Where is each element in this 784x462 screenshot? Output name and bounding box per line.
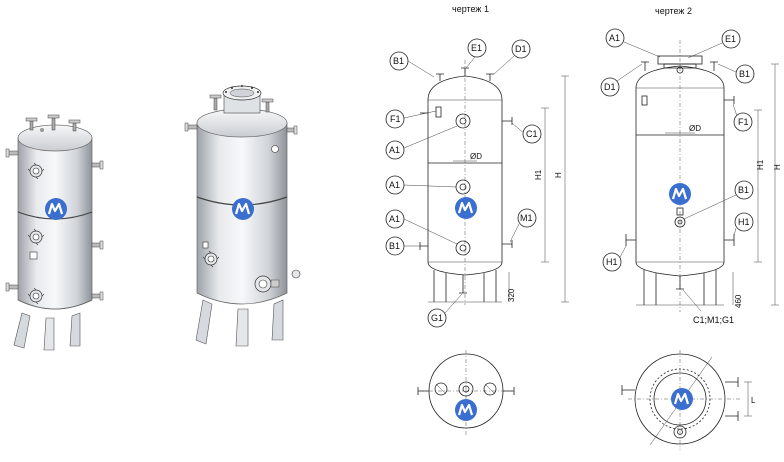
d1-bubble-a1-low (385, 209, 405, 229)
d1-bubble-f1 (385, 109, 405, 129)
d1-label-g1: G1 (431, 313, 443, 323)
d1-label-c1: C1 (526, 129, 538, 139)
d1-bubble-b1-top (389, 51, 409, 71)
d2-bubble-a1 (605, 28, 625, 48)
d2-h1: H1 (756, 159, 765, 170)
logo-icon (43, 196, 69, 222)
d2-bubble-d1 (600, 77, 620, 97)
d2-bubble-b1-mid (734, 180, 754, 200)
d2-label-f1: F1 (738, 117, 749, 127)
d1-bubble-m1 (517, 208, 537, 228)
d1-label-d1: D1 (515, 44, 527, 54)
logo-icon (230, 196, 256, 222)
d1-label-a1-top: A1 (389, 145, 400, 155)
tank-3d-right (184, 85, 301, 347)
d2-label-b1-mid: B1 (738, 185, 749, 195)
d1-bubble-b1-low (385, 236, 405, 256)
drawing-2: чертеж 2 ØD H1 H 460 (600, 6, 782, 450)
d1-bubble-a1-top (385, 140, 405, 160)
d1-bubble-c1 (522, 124, 542, 144)
d2-label-bottom: C1;M1;G1 (693, 315, 734, 325)
d1-bubble-e1 (467, 38, 487, 58)
logo-icon (669, 386, 695, 412)
tank-3d-left (5, 114, 104, 351)
drawing-1-title: чертеж 1 (452, 4, 489, 14)
d1-label-f1: F1 (390, 114, 401, 124)
d1-label-b1-low: B1 (389, 241, 400, 251)
d2-base: 460 (734, 294, 743, 308)
d2-bubble-e1 (721, 29, 741, 49)
d2-h: H (773, 164, 782, 170)
d1-label-a1-low: A1 (389, 214, 400, 224)
d2-label-e1: E1 (725, 34, 736, 44)
drawing-2-title: чертеж 2 (655, 6, 692, 16)
d1-bubble-g1 (427, 308, 447, 328)
d2-l: L (751, 396, 756, 405)
d2-label-a1: A1 (609, 33, 620, 43)
d2-bubble-h1-right (734, 212, 754, 232)
d2-label-h1-right: H1 (738, 217, 750, 227)
d1-label-a1-mid: A1 (389, 180, 400, 190)
d1-label-e1: E1 (471, 43, 482, 53)
logo-icon (453, 397, 479, 423)
d1-base: 320 (507, 288, 516, 302)
d1-diameter: ØD (470, 152, 482, 161)
d2-diameter: ØD (689, 124, 701, 133)
d2-label-d1: D1 (604, 82, 616, 92)
logo-icon (667, 181, 693, 207)
drawing-1: чертеж 1 ØD H1 H 320 (385, 4, 569, 435)
d2-bubble-h1-left (602, 252, 622, 272)
d2-label-h1-left: H1 (606, 257, 618, 267)
d1-label-m1: M1 (520, 213, 533, 223)
d2-bubble-f1 (733, 112, 753, 132)
d1-h: H (554, 172, 563, 178)
logo-icon (453, 195, 479, 221)
d2-bubble-b1-top (735, 64, 755, 84)
d1-label-b1-top: B1 (393, 56, 404, 66)
d2-label-b1-top: B1 (739, 69, 750, 79)
d1-bubble-a1-mid (385, 175, 405, 195)
d1-h1: H1 (534, 169, 543, 180)
d1-bubble-d1 (511, 39, 531, 59)
